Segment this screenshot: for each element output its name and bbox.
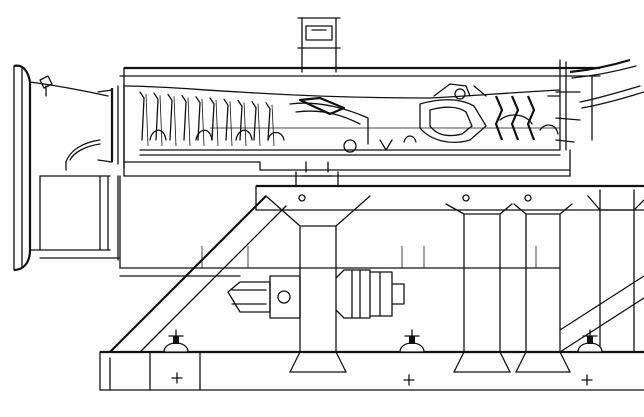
- compressor-stator: [257, 103, 261, 147]
- engine-support-bracket: [295, 161, 339, 187]
- turbine-blade-row: [510, 95, 520, 141]
- inlet-bracket: [39, 75, 53, 97]
- starter-unit: [227, 269, 405, 319]
- compressor-blade-row: [195, 96, 201, 141]
- compressor-stator: [173, 96, 177, 147]
- compressor-blade-row: [251, 100, 257, 141]
- compressor-stator: [215, 99, 219, 147]
- compressor-stator: [159, 95, 163, 147]
- compressor-blade-row: [181, 94, 187, 141]
- intake-flange: [65, 83, 125, 171]
- leveling-jacks: [163, 329, 603, 353]
- turbine-section: [494, 95, 536, 141]
- compressor-stator: [229, 101, 233, 147]
- compressor-blade-row: [237, 99, 243, 141]
- compressor-stator: [271, 104, 275, 147]
- compressor-stator: [187, 97, 191, 147]
- exhaust-duct: [555, 58, 644, 151]
- test-stand-frame: [39, 175, 644, 391]
- jack: [399, 329, 425, 353]
- compressor-blade-row: [223, 98, 229, 141]
- intake-bellmouth: [13, 64, 119, 272]
- compressor-blade-row: [167, 93, 173, 141]
- compressor-stator: [145, 93, 149, 147]
- compressor-blade-row: [265, 102, 271, 141]
- turbine-blade-row: [526, 95, 536, 141]
- engine-shaft: [139, 127, 561, 156]
- jack: [163, 329, 189, 353]
- compressor-stator: [243, 102, 247, 147]
- compressor-blade-row: [209, 97, 215, 141]
- combustion-chamber: [289, 83, 487, 145]
- upper-mount-post: [297, 17, 341, 73]
- compressor-blade-row: [139, 91, 145, 141]
- casing-accessories: [149, 75, 593, 153]
- compressor-section: [139, 91, 275, 147]
- jack: [577, 329, 603, 353]
- engine-outer-casing: [119, 66, 601, 177]
- datum-marks: [171, 372, 593, 386]
- turbine-blade-row: [494, 95, 504, 141]
- compressor-stator: [201, 98, 205, 147]
- tube-ribs: [201, 246, 537, 268]
- compressor-blade-row: [153, 92, 159, 141]
